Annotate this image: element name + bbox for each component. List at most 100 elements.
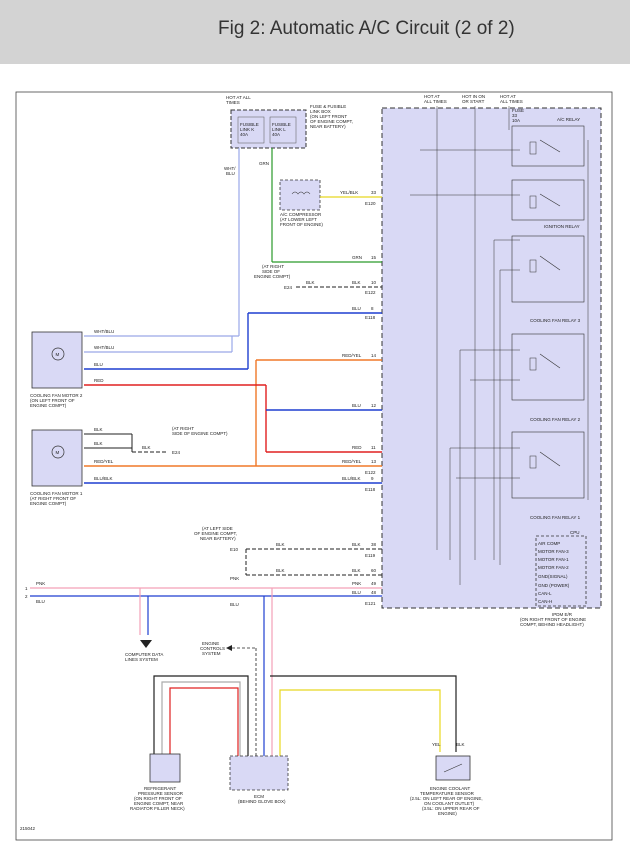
compressor-coil-icon bbox=[291, 191, 311, 195]
wire-label-blu-1: BLU bbox=[352, 306, 361, 311]
motor-2-m: M bbox=[56, 352, 60, 357]
cpu-pin-can-h: CAN-H bbox=[538, 599, 552, 604]
line-1-num: 1 bbox=[25, 586, 28, 591]
wire-label-blu-blk-m1: BLU/BLK bbox=[94, 476, 113, 481]
diagram-frame bbox=[15, 91, 613, 841]
cpu-pin-can-l: CAN-L bbox=[538, 591, 552, 596]
conn-e118: E118 bbox=[365, 315, 376, 320]
conn-e122-b: E122 bbox=[365, 470, 376, 475]
wire-label-blk-e10b: BLK bbox=[276, 568, 285, 573]
cpu-pin-air-comp: AIR COMP bbox=[538, 541, 560, 546]
pin-12: 12 bbox=[371, 403, 377, 408]
motor-2-icon bbox=[51, 347, 65, 361]
conn-e121: E121 bbox=[365, 601, 376, 606]
wire-label-wht-blu-m2b: WHT/BLU bbox=[94, 345, 114, 350]
wire-label-blk-m1b: BLK bbox=[94, 441, 103, 446]
wire-label-pnk-49: PNK bbox=[352, 581, 361, 586]
pin-15: 15 bbox=[371, 255, 377, 260]
cpu-pins: AIR COMP MOTOR FAN-3 MOTOR FAN-1 MOTOR F… bbox=[538, 541, 570, 604]
ignition-relay-label: IGNITION RELAY bbox=[544, 224, 580, 229]
conn-e24b: E24 bbox=[172, 450, 181, 455]
cpu-pin-motor-fan-3: MOTOR FAN-3 bbox=[538, 549, 569, 554]
ecm-box bbox=[229, 755, 289, 791]
wire-label-blk-e10a: BLK bbox=[276, 542, 285, 547]
wire-label-grn: GRN bbox=[259, 161, 269, 166]
ignition-relay bbox=[511, 179, 585, 221]
cooling-fan-relay-2 bbox=[511, 333, 585, 401]
wire-label-yel-blk: YEL/BLK bbox=[340, 190, 358, 195]
wire-label-blk-2: BLK bbox=[352, 280, 361, 285]
wire-label-blu-48: BLU bbox=[352, 590, 361, 595]
wire-label-blu-m2: BLU bbox=[94, 362, 103, 367]
conn-e120: E120 bbox=[365, 201, 376, 206]
wire-label-red-yel-m1: RED/YEL bbox=[94, 459, 114, 464]
wire-label-blk-60: BLK bbox=[352, 568, 361, 573]
motor-1-m: M bbox=[56, 450, 60, 455]
cooling-fan-relay-1-label: COOLING FAN RELAY 1 bbox=[530, 515, 581, 520]
wire-label-blk-m1c: BLK bbox=[142, 445, 151, 450]
wire-label-red-yel-13: RED/YEL bbox=[342, 459, 362, 464]
conn-e119: E119 bbox=[365, 553, 376, 558]
fusible-link-l bbox=[269, 116, 297, 144]
pin-11: 11 bbox=[371, 445, 376, 450]
cpu-label: CPU bbox=[570, 530, 580, 535]
ecm-label: ECM(BEHIND GLOVE BOX) bbox=[238, 794, 286, 804]
wire-label-blu-mid: BLU bbox=[230, 602, 239, 607]
wire-label-blk-1: BLK bbox=[306, 280, 315, 285]
wire-label-blk-m1a: BLK bbox=[94, 427, 103, 432]
wire-label-blk-ect: BLK bbox=[456, 742, 465, 747]
wire-label-pnk-left: PNK bbox=[36, 581, 45, 586]
pin-8: 8 bbox=[371, 306, 374, 311]
ipdm-internal-wiring bbox=[410, 106, 589, 585]
cpu-pin-gnd-signal: GND(SIGNAL) bbox=[538, 574, 568, 579]
refrigerant-pressure-sensor bbox=[149, 753, 181, 783]
cooling-fan-motor-2 bbox=[31, 331, 83, 389]
wire-label-blu-12: BLU bbox=[352, 403, 361, 408]
header-bar: Fig 2: Automatic A/C Circuit (2 of 2) bbox=[0, 0, 630, 64]
ipdm-module bbox=[381, 107, 602, 609]
wire-label-grn-2: GRN bbox=[352, 255, 362, 260]
figure-id: 215042 bbox=[20, 826, 36, 831]
line-2-num: 2 bbox=[25, 594, 28, 599]
wire-label-red-yel-1: RED/YEL bbox=[342, 353, 362, 358]
cooling-fan-relay-2-label: COOLING FAN RELAY 2 bbox=[530, 417, 581, 422]
conn-e10: E10 bbox=[230, 547, 239, 552]
sensor-wiring bbox=[153, 675, 457, 760]
cooling-fan-relay-3 bbox=[511, 235, 585, 303]
wire-label-wht-blu-m2a: WHT/BLU bbox=[94, 329, 114, 334]
cpu-pin-motor-fan-2: MOTOR FAN-2 bbox=[538, 565, 569, 570]
ect-thermistor-icon bbox=[443, 763, 463, 773]
cooling-fan-relay-1 bbox=[511, 431, 585, 499]
conn-e118-b: E118 bbox=[365, 487, 376, 492]
wire-label-red-11: RED bbox=[352, 445, 362, 450]
cpu-pin-gnd-power: GND (POWER) bbox=[538, 583, 570, 588]
pin-9: 9 bbox=[371, 476, 374, 481]
pin-14: 14 bbox=[371, 353, 377, 358]
pin-48: 48 bbox=[371, 590, 377, 595]
wire-label-yel: YEL bbox=[432, 742, 441, 747]
cpu-pin-motor-fan-1: MOTOR FAN-1 bbox=[538, 557, 569, 562]
ac-relay-label: A/C RELAY bbox=[557, 117, 580, 122]
wire-label-wht-blu-top: WHT/BLU bbox=[224, 166, 236, 176]
conn-e122: E122 bbox=[365, 290, 376, 295]
pin-49: 49 bbox=[371, 581, 377, 586]
cooling-fan-relay-3-label: COOLING FAN RELAY 3 bbox=[530, 318, 581, 323]
arrow-icon-engine-controls bbox=[226, 645, 232, 651]
